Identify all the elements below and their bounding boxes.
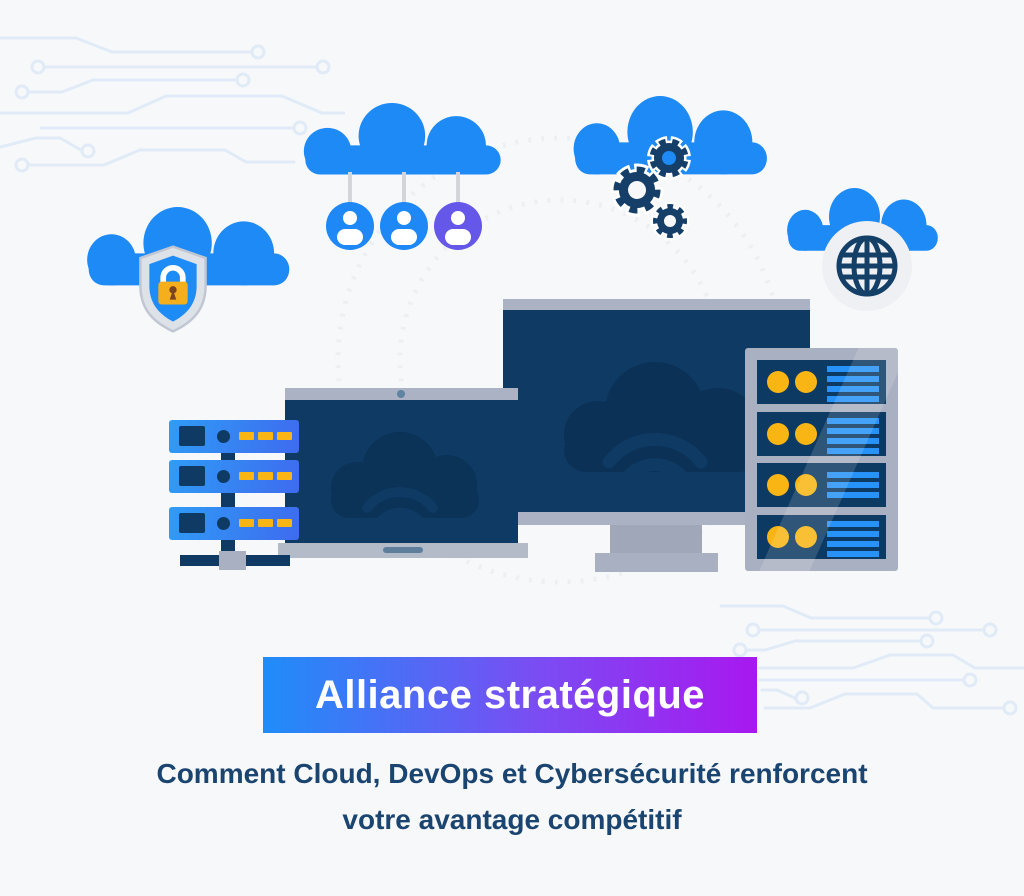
server-vent (179, 426, 205, 446)
user-avatar-icon (434, 202, 482, 250)
server-stack (169, 420, 304, 572)
subtitle-line-2: votre avantage compétitif (342, 804, 682, 835)
rack-unit (757, 360, 886, 404)
server-connector (221, 493, 235, 507)
rack-slot (827, 386, 879, 392)
rack-slot (827, 551, 879, 557)
rack-unit (757, 412, 886, 456)
server-vent (179, 513, 205, 533)
laptop-screen (285, 400, 518, 543)
server-slot (277, 519, 292, 527)
avatar-head (451, 211, 465, 225)
user-avatar-icon (380, 202, 428, 250)
server-slot (277, 472, 292, 480)
cloud-security (75, 207, 303, 287)
gear-large (610, 163, 664, 217)
avatar-string (348, 172, 352, 208)
title-banner: Alliance stratégique (263, 657, 757, 733)
server-slot (258, 432, 273, 440)
server-slot (277, 432, 292, 440)
server-slot (239, 472, 254, 480)
rack-slot (827, 438, 879, 444)
rack-slot (827, 366, 879, 372)
rack-led (767, 423, 789, 445)
rack-led (767, 526, 789, 548)
server-vent (179, 466, 205, 486)
rack-slot (827, 418, 879, 424)
monitor-top-frame (503, 299, 810, 310)
server-slot (239, 519, 254, 527)
rack-led (795, 526, 817, 548)
circuit-pattern-bottom-right (719, 604, 1024, 716)
laptop-trackpad-notch (383, 547, 423, 553)
rack-led (767, 371, 789, 393)
circuit-pattern-top-left (0, 36, 345, 173)
gears-icon (610, 136, 691, 241)
rack-slot (827, 396, 879, 402)
rack-unit (757, 463, 886, 507)
rack-slot (827, 448, 879, 454)
avatar-body (337, 229, 363, 245)
rack-slot (827, 492, 879, 498)
avatar-string (402, 172, 406, 208)
server-slot (239, 432, 254, 440)
server-unit (169, 507, 299, 540)
globe-icon (822, 221, 912, 311)
server-slot (258, 472, 273, 480)
rack-slot (827, 541, 879, 547)
avatar-string (456, 172, 460, 208)
cloud-wifi-watermark (331, 432, 479, 527)
avatar-body (391, 229, 417, 245)
shield-lock-icon (139, 245, 207, 333)
rack-led (767, 474, 789, 496)
rack-slot (827, 521, 879, 527)
rack-led (795, 423, 817, 445)
monitor-stand-neck (610, 525, 702, 555)
server-led (217, 470, 230, 483)
page-title: Alliance stratégique (314, 672, 706, 717)
server-connector (221, 453, 235, 460)
cloud-wifi-watermark (564, 362, 760, 485)
rack-slot (827, 531, 879, 537)
server-rack (745, 348, 898, 571)
server-slot (258, 519, 273, 527)
avatar-body (445, 229, 471, 245)
gear-top (647, 136, 691, 180)
cloud-shape (573, 96, 767, 175)
avatar-head (397, 211, 411, 225)
rack-slot (827, 428, 879, 434)
cloud-shape (87, 207, 290, 286)
server-led (217, 430, 230, 443)
subtitle: Comment Cloud, DevOps et Cybersécurité r… (0, 751, 1024, 843)
gear-bottom (650, 201, 690, 241)
server-unit (169, 420, 299, 453)
rack-slot (827, 472, 879, 478)
laptop-camera-icon (397, 390, 405, 398)
cloud-users (292, 103, 514, 176)
rack-led (795, 474, 817, 496)
cloud-devops (562, 96, 780, 176)
cloud-shape (303, 103, 501, 175)
subtitle-line-1: Comment Cloud, DevOps et Cybersécurité r… (156, 758, 868, 789)
server-unit (169, 460, 299, 493)
rack-slot (827, 376, 879, 382)
monitor-bottom-frame (503, 512, 810, 525)
rack-slot (827, 482, 879, 488)
user-avatar-icon (326, 202, 374, 250)
monitor-stand-base (595, 553, 718, 572)
server-led (217, 517, 230, 530)
rack-led (795, 371, 817, 393)
rack-unit (757, 515, 886, 559)
avatar-head (343, 211, 357, 225)
network-node (219, 551, 246, 570)
